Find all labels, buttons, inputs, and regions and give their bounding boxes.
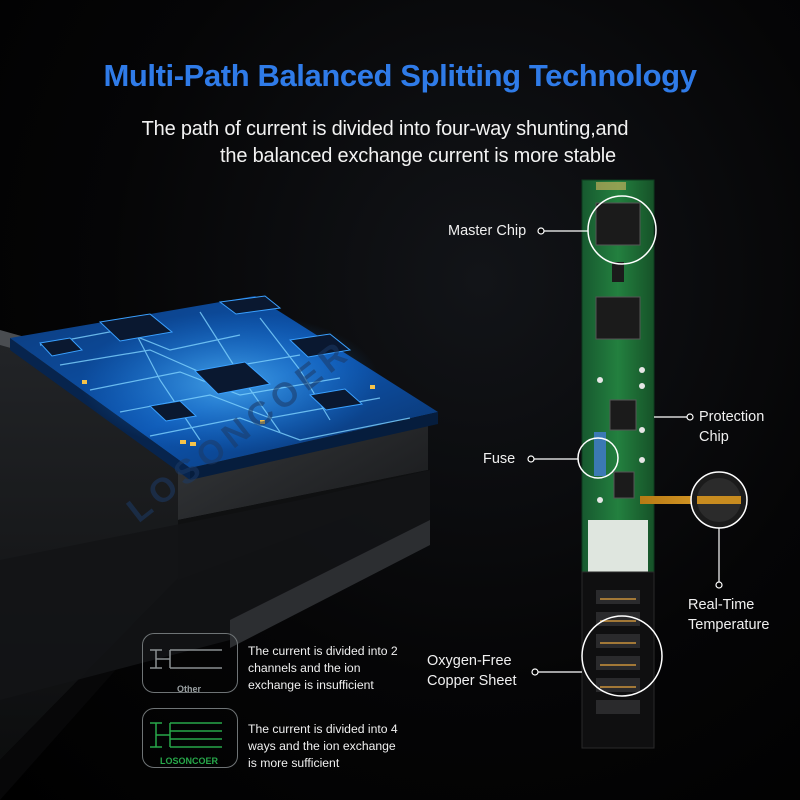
callout-dot-copper [531,668,539,676]
label-protection-chip-line2: Chip [699,429,729,445]
label-copper-line2: Copper Sheet [427,673,517,689]
protection-board [581,179,728,749]
callout-dot-temperature [715,581,723,589]
callout-dot-protection [686,413,694,421]
copper-sheet-highlight [581,615,663,697]
legend-brand-line1: The current is divided into 4 [248,722,398,736]
legend-other-line2: channels and the ion [248,661,361,675]
label-temperature-line2: Temperature [688,617,770,633]
legend-icon-other [150,649,222,669]
callout-dot-fuse [527,455,535,463]
label-copper-line1: Oxygen-Free [427,653,512,669]
legend-label-other: Other [176,684,201,694]
master-chip-highlight [587,195,657,265]
page-title: Multi-Path Balanced Splitting Technology [103,58,697,93]
legend-icon-brand [150,722,222,748]
legend-text-other: The current is divided into 2 channels a… [248,643,418,694]
battery-body [0,330,430,800]
legend-other-line1: The current is divided into 2 [248,644,398,658]
master-chip-ic [595,202,641,246]
subtitle-line-1: The path of current is divided into four… [141,118,629,140]
legend-text-brand: The current is divided into 4 ways and t… [248,721,418,772]
fuse-component [594,432,606,476]
label-master-chip: Master Chip [448,223,527,239]
label-temperature-line1: Real-Time [688,597,755,613]
legend-brand-line3: is more sufficient [248,756,340,770]
legend-box-brand [142,708,238,768]
legend-brand-line2: ways and the ion exchange [248,739,396,753]
label-fuse: Fuse [483,451,516,467]
label-protection-chip-line1: Protection [699,409,765,425]
legend-box-other [142,633,238,693]
legend-other-line3: exchange is insufficient [248,678,374,692]
callout-dot-master-chip [537,227,545,235]
fuse-highlight [577,437,619,479]
circuit-board [10,295,438,480]
legend-label-brand: LOSONCOER [159,756,218,766]
subtitle-line-2: the balanced exchange current is more st… [220,145,616,167]
